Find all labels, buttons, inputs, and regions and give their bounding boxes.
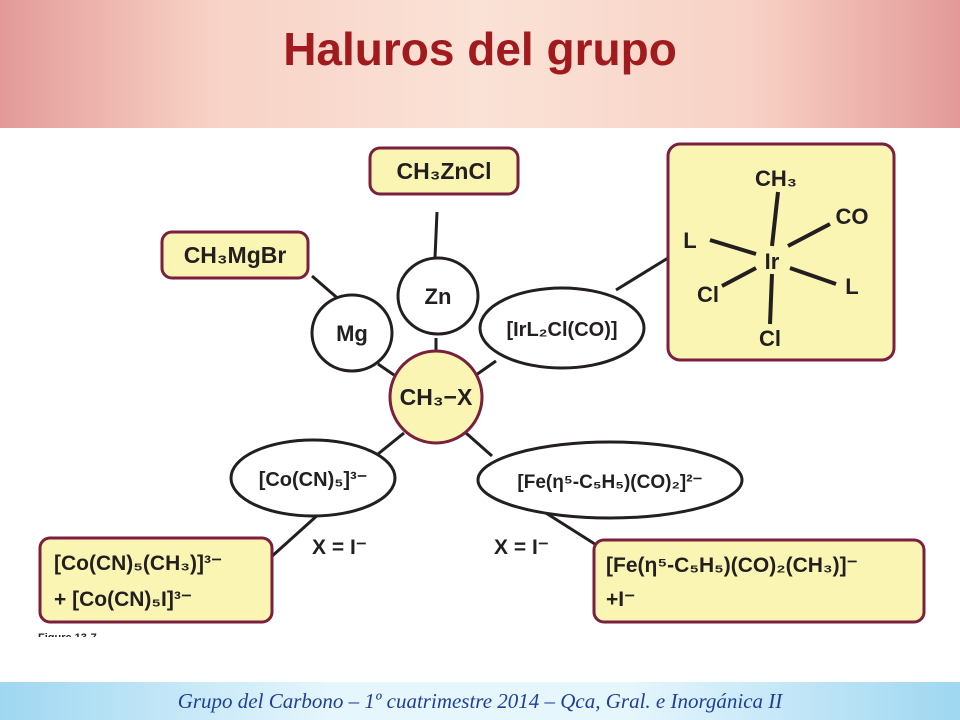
- fe-product-line1: [Fe(η⁵-C₅H₅)(CO)₂(CH₃)]⁻: [606, 554, 858, 577]
- fe-complex-label: [Fe(η⁵-C₅H₅)(CO)₂]²⁻: [517, 472, 702, 493]
- ir-complex-ellipse: [478, 286, 646, 370]
- fe-condition-label: X = I⁻: [494, 536, 549, 559]
- fe-product-line2: +I⁻: [606, 588, 635, 611]
- ch3mgbr-label: CH₃MgBr: [184, 242, 287, 268]
- fe-product-box: [592, 538, 926, 624]
- center-label: CH₃−X: [400, 384, 473, 410]
- figure-caption: Figure 13-7: [38, 632, 97, 644]
- ir-bond-top: [770, 191, 780, 247]
- co-product-box: [38, 536, 274, 624]
- co-product-line1: [Co(CN)₅(CH₃)]³⁻: [54, 552, 222, 575]
- connector-center-ir: [475, 359, 497, 377]
- co-product-line2: + [Co(CN)₅I]³⁻: [54, 588, 192, 611]
- ch3zncl-box: [368, 146, 520, 196]
- ir-bond-lower-left: [721, 266, 757, 288]
- connector-zn-product: [433, 211, 439, 259]
- zn-ellipse: [396, 256, 480, 336]
- slide-title: Haluros del grupo: [283, 23, 677, 75]
- ir-ligand-lower-right: L: [845, 274, 858, 299]
- connector-center-fe: [465, 431, 493, 458]
- ir-structure-box: [666, 142, 896, 362]
- mg-label: Mg: [336, 321, 368, 346]
- co-condition-label: X = I⁻: [312, 536, 367, 559]
- ir-metal: Ir: [765, 249, 780, 274]
- connector-center-mg: [377, 362, 395, 377]
- ir-ligand-lower-left: Cl: [697, 282, 719, 307]
- ir-bonds: [709, 191, 837, 325]
- ir-bond-upper-left: [709, 238, 757, 256]
- connector-ir-box: [615, 256, 669, 292]
- footer-text: Grupo del Carbono – 1º cuatrimestre 2014…: [177, 689, 783, 713]
- fe-complex-ellipse: [476, 440, 744, 520]
- slide-header: Haluros del grupo: [0, 0, 960, 128]
- co-cn5-ellipse: [229, 438, 397, 518]
- ir-bond-lower-right: [789, 266, 837, 286]
- ir-ligand-top: CH₃: [755, 166, 797, 191]
- co-cn5-label: [Co(CN)₅]³⁻: [259, 469, 368, 491]
- ir-ligand-upper-right: CO: [836, 204, 869, 229]
- mg-ellipse: [310, 293, 394, 373]
- center-circle: [388, 349, 484, 445]
- ch3zncl-label: CH₃ZnCl: [397, 158, 492, 184]
- ir-ligand-upper-left: L: [683, 228, 696, 253]
- connector-center-co: [377, 431, 405, 456]
- ir-ligand-bottom: Cl: [759, 326, 781, 351]
- ch3mgbr-box: [160, 230, 310, 280]
- ir-complex-label: [IrL₂Cl(CO)]: [506, 319, 617, 341]
- ir-bond-upper-right: [787, 222, 831, 248]
- slide-footer: Grupo del Carbono – 1º cuatrimestre 2014…: [0, 682, 960, 720]
- figure-caption-clip: Figure 13-7: [38, 632, 97, 644]
- zn-label: Zn: [425, 284, 452, 309]
- ir-bond-bottom: [768, 273, 774, 325]
- reaction-diagram: CH₃ZnCl CH₃MgBr [Co(CN)₅(CH₃)]³⁻ + [Co(C…: [38, 142, 926, 644]
